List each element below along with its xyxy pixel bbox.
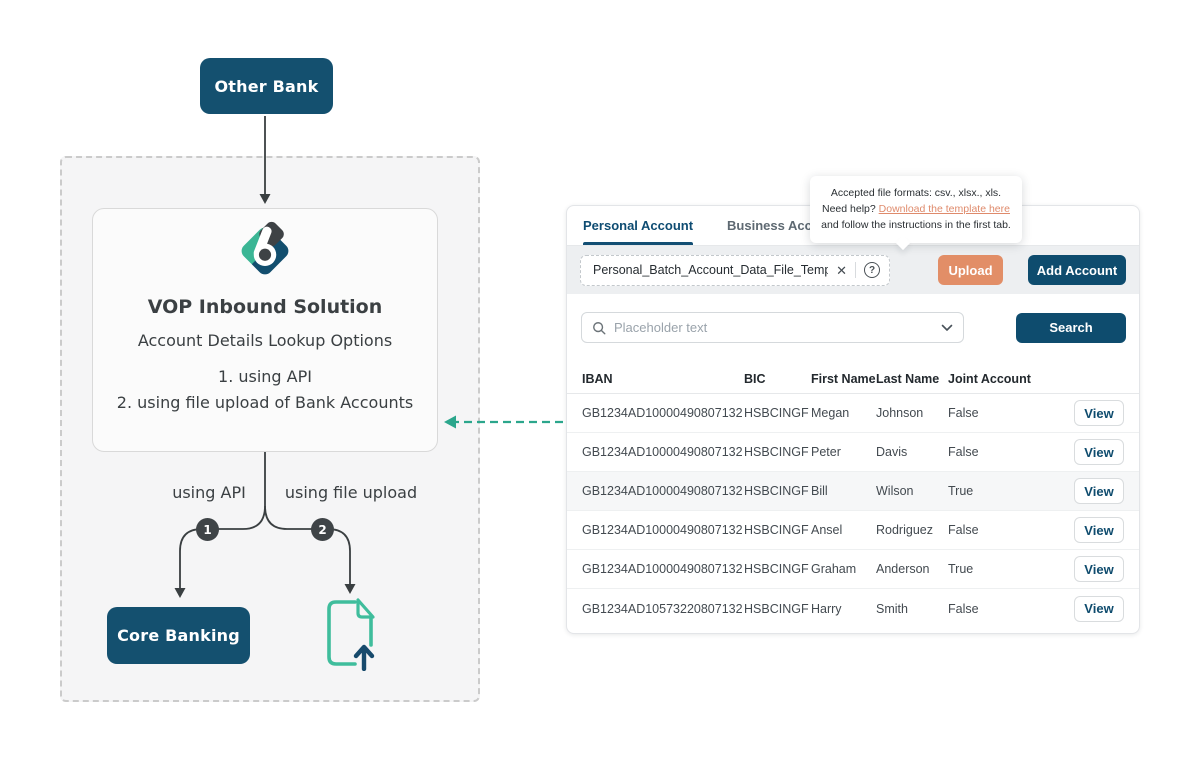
view-button[interactable]: View (1074, 439, 1124, 465)
core-banking-node[interactable]: Core Banking (107, 607, 250, 664)
cell-iban: GB1234AD10573220807132 (582, 601, 743, 616)
cell-iban: GB1234AD10000490807132 (582, 484, 743, 498)
search-input[interactable]: Placeholder text (581, 312, 964, 343)
cell-first-name: Bill (811, 484, 828, 498)
cell-last-name: Rodriguez (876, 523, 933, 537)
file-dropzone-field[interactable]: Personal_Batch_Account_Data_File_Templat… (580, 254, 890, 286)
account-lookup-panel: Personal Account Business Account Person… (566, 205, 1140, 634)
table-row: GB1234AD10000490807132 HSBCINGF Megan Jo… (567, 394, 1139, 433)
tab-personal-account[interactable]: Personal Account (583, 206, 694, 245)
solution-subtitle: Account Details Lookup Options (137, 331, 393, 350)
cell-bic: HSBCINGF (744, 406, 809, 420)
search-placeholder: Placeholder text (614, 320, 708, 335)
cell-last-name: Anderson (876, 562, 930, 576)
view-button[interactable]: View (1074, 400, 1124, 426)
selected-file-name: Personal_Batch_Account_Data_File_Templat… (593, 263, 828, 277)
step-badge-2: 2 (311, 518, 334, 541)
col-header-iban: IBAN (582, 372, 613, 386)
tooltip-formats-line: Accepted file formats: csv., xlsx., xls. (830, 187, 1002, 199)
accounts-table: IBAN BIC First Name Last Name Joint Acco… (567, 365, 1139, 628)
cell-first-name: Harry (811, 601, 842, 616)
table-body: GB1234AD10000490807132 HSBCINGF Megan Jo… (567, 394, 1139, 628)
cell-joint-account: False (948, 523, 979, 537)
help-question-icon[interactable]: ? (864, 262, 880, 278)
vop-brand-logo-icon (241, 221, 289, 275)
cell-joint-account: True (948, 562, 974, 576)
file-format-tooltip: Accepted file formats: csv., xlsx., xls.… (810, 176, 1022, 251)
cell-bic: HSBCINGF (744, 601, 809, 616)
branch-label-file-upload: using file upload (284, 483, 418, 502)
cell-last-name: Johnson (876, 406, 924, 420)
view-button[interactable]: View (1074, 478, 1124, 504)
table-row: GB1234AD10573220807132 HSBCINGF Harry Sm… (567, 589, 1139, 628)
cell-iban: GB1234AD10000490807132 (582, 406, 743, 420)
chevron-down-icon[interactable] (941, 324, 953, 332)
cell-iban: GB1234AD10000490807132 (582, 523, 743, 537)
solution-option-1: 1. using API (218, 367, 312, 386)
view-button[interactable]: View (1074, 595, 1124, 622)
tooltip-help-prefix: Need help? (822, 203, 879, 215)
tooltip-help-suffix: and follow the instructions in the first… (821, 219, 1011, 231)
view-button[interactable]: View (1074, 556, 1124, 582)
branch-label-api: using API (172, 483, 246, 502)
cell-joint-account: False (948, 601, 979, 616)
cell-bic: HSBCINGF (744, 484, 809, 498)
search-button[interactable]: Search (1016, 312, 1126, 343)
cell-last-name: Smith (876, 601, 908, 616)
solution-option-2: 2. using file upload of Bank Accounts (116, 393, 414, 412)
upload-button[interactable]: Upload (938, 255, 1003, 285)
view-button[interactable]: View (1074, 517, 1124, 543)
cell-iban: GB1234AD10000490807132 (582, 445, 743, 459)
cell-joint-account: True (948, 484, 974, 498)
cell-first-name: Ansel (811, 523, 843, 537)
step-badge-1: 1 (196, 518, 219, 541)
other-bank-label: Other Bank (214, 76, 319, 96)
solution-title: VOP Inbound Solution (147, 296, 383, 318)
table-header-row: IBAN BIC First Name Last Name Joint Acco… (567, 365, 1139, 394)
tab-personal-account-label: Personal Account (583, 218, 694, 233)
cell-joint-account: False (948, 445, 979, 459)
col-header-joint-account: Joint Account (948, 372, 1031, 386)
cell-bic: HSBCINGF (744, 523, 809, 537)
cell-joint-account: False (948, 406, 979, 420)
cell-first-name: Peter (811, 445, 841, 459)
vop-solution-node: VOP Inbound Solution Account Details Loo… (92, 208, 438, 452)
table-row: GB1234AD10000490807132 HSBCINGF Graham A… (567, 550, 1139, 589)
cell-bic: HSBCINGF (744, 445, 809, 459)
divider (855, 262, 856, 278)
core-banking-label: Core Banking (117, 626, 240, 645)
cell-first-name: Graham (811, 562, 857, 576)
cell-first-name: Megan (811, 406, 850, 420)
cell-last-name: Wilson (876, 484, 914, 498)
tooltip-help-line: Need help? Download the template here an… (818, 201, 1014, 233)
clear-file-icon[interactable]: ✕ (836, 262, 847, 278)
cell-bic: HSBCINGF (744, 562, 809, 576)
col-header-bic: BIC (744, 372, 766, 386)
cell-last-name: Davis (876, 445, 908, 459)
other-bank-node[interactable]: Other Bank (200, 58, 333, 114)
add-account-button[interactable]: Add Account (1028, 255, 1126, 285)
col-header-last-name: Last Name (876, 372, 940, 386)
upload-bar: Personal_Batch_Account_Data_File_Templat… (567, 246, 1139, 294)
table-row: GB1234AD10000490807132 HSBCINGF Peter Da… (567, 433, 1139, 472)
download-template-link[interactable]: Download the template here (878, 203, 1010, 215)
file-upload-icon (327, 598, 375, 671)
search-bar: Placeholder text Search (567, 312, 1139, 343)
table-row: GB1234AD10000490807132 HSBCINGF Ansel Ro… (567, 511, 1139, 550)
search-icon (593, 321, 606, 334)
table-row: GB1234AD10000490807132 HSBCINGF Bill Wil… (567, 472, 1139, 511)
cell-iban: GB1234AD10000490807132 (582, 562, 743, 576)
col-header-first-name: First Name (811, 372, 876, 386)
